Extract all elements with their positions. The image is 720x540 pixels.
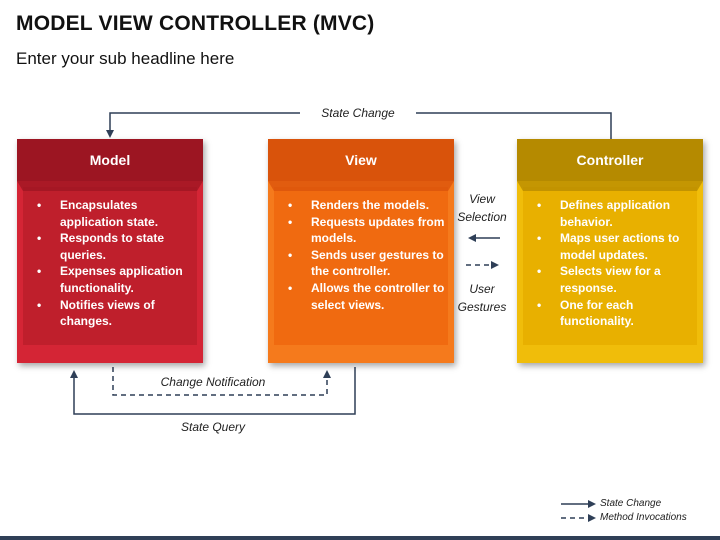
list-item: Responds to state queries.	[37, 230, 195, 263]
state-query-line	[70, 367, 356, 415]
controller-card-header-bg	[517, 139, 703, 181]
list-item: Maps user actions to model updates.	[537, 230, 695, 263]
change-notification-label: Change Notification	[160, 375, 266, 389]
model-card-header-bg	[17, 139, 203, 181]
state-query-label: State Query	[180, 420, 246, 434]
legend-dashed-label: Method Invocations	[600, 512, 687, 523]
model-card-header-fold	[17, 181, 203, 191]
footer-bar	[0, 536, 720, 540]
list-item: One for each functionality.	[537, 297, 695, 330]
controller-card-title: Controller	[576, 152, 644, 168]
list-item: Selects view for a response.	[537, 263, 695, 296]
page-title: MODEL VIEW CONTROLLER (MVC)	[16, 12, 375, 35]
model-card-list: Encapsulates application state. Responds…	[25, 197, 195, 330]
view-selection-label: View Selection	[457, 192, 507, 224]
list-item: Allows the controller to select views.	[288, 280, 446, 313]
list-item: Sends user gestures to the controller.	[288, 247, 446, 280]
controller-card: Controller Defines application behavior.…	[517, 139, 703, 363]
list-item: Expenses application functionality.	[37, 263, 195, 296]
page-subtitle: Enter your sub headline here	[16, 49, 235, 68]
view-card-header-fold	[268, 181, 454, 191]
view-card-header-bg	[268, 139, 454, 181]
model-card-title: Model	[89, 152, 131, 168]
view-card-title: View	[345, 152, 377, 168]
user-gestures-label: User Gestures	[457, 282, 507, 314]
view-card: View Renders the models. Requests update…	[268, 139, 454, 363]
state-change-label: State Change	[300, 104, 416, 122]
list-item: Requests updates from models.	[288, 214, 446, 247]
legend-solid-label: State Change	[600, 498, 662, 509]
controller-card-header-fold	[517, 181, 703, 191]
view-card-list: Renders the models. Requests updates fro…	[276, 197, 446, 313]
list-item: Notifies views of changes.	[37, 297, 195, 330]
model-card: Model Encapsulates application state. Re…	[17, 139, 203, 363]
controller-card-list: Defines application behavior. Maps user …	[525, 197, 695, 330]
list-item: Renders the models.	[288, 197, 446, 214]
list-item: Encapsulates application state.	[37, 197, 195, 230]
list-item: Defines application behavior.	[537, 197, 695, 230]
change-notification-line	[112, 367, 331, 396]
